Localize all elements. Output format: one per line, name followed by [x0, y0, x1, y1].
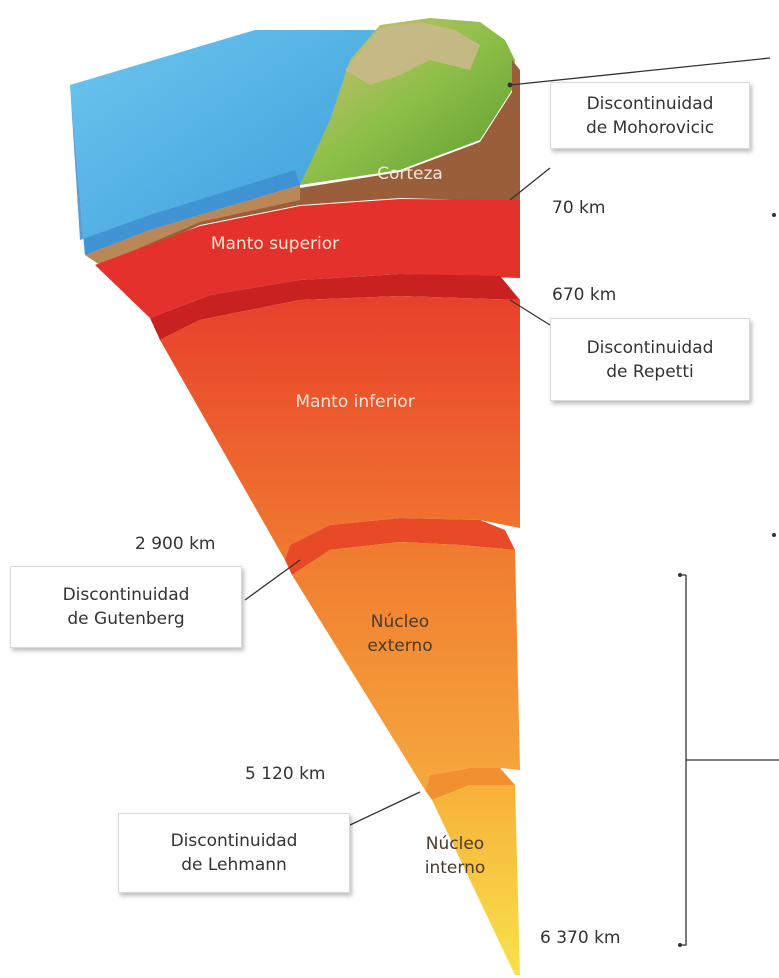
gutenberg-leader-line [244, 559, 301, 601]
gutenberg-line1: Discontinuidad [62, 585, 190, 605]
label-nucleo-interno: Núcleo interno [410, 832, 500, 880]
label-corteza: Corteza [365, 162, 455, 186]
nucleo-externo-line2: externo [367, 636, 433, 656]
mohorovicic-line2: de Mohorovicic [585, 117, 715, 138]
repetti-line1: Discontinuidad [586, 337, 714, 358]
corteza-text: Corteza [377, 164, 443, 184]
lehmann-line2: de Lehmann [181, 855, 287, 875]
crust-ocean-floor [85, 185, 300, 265]
upper-mantle-layer [95, 199, 520, 318]
label-nucleo-externo: Núcleo externo [350, 610, 450, 658]
label-manto-superior: Manto superior [190, 232, 360, 256]
nucleo-externo-line1: Núcleo [370, 612, 430, 632]
outer-core-layer [292, 542, 520, 790]
repetti-box: Discontinuidad de Repetti [550, 318, 750, 401]
lehmann-line1: Discontinuidad [170, 831, 298, 851]
outer-core-top-band [285, 518, 515, 575]
lehmann-leader-line [349, 791, 421, 826]
manto-superior-text: Manto superior [210, 234, 340, 254]
inner-core-layer [432, 785, 520, 975]
gutenberg-box: Discontinuidad de Gutenberg [10, 566, 242, 648]
upper-mantle-bottom-band [150, 274, 520, 340]
mohorovicic-line1: Discontinuidad [586, 93, 714, 114]
repetti-leader-line [509, 299, 551, 326]
mohorovicic-leader-line [509, 167, 551, 201]
ocean-surface [70, 30, 400, 255]
repetti-line2: de Repetti [606, 361, 694, 382]
core-bracket [680, 575, 687, 946]
manto-inferior-text: Manto inferior [295, 392, 415, 412]
ocean-side [70, 85, 300, 255]
depth-670km: 670 km [552, 285, 617, 305]
crust-leader-line [509, 57, 771, 86]
depth-70km: 70 km [552, 198, 606, 218]
mountain-peaks [345, 22, 480, 85]
depth-6370km: 6 370 km [540, 928, 621, 948]
depth-5120km: 5 120 km [245, 764, 326, 784]
depth-2900km: 2 900 km [135, 534, 216, 554]
label-manto-inferior: Manto inferior [270, 390, 440, 414]
gutenberg-line2: de Gutenberg [67, 609, 185, 629]
leader-dots [507, 82, 776, 947]
nucleo-interno-line1: Núcleo [425, 834, 485, 854]
inner-core-top-band [425, 768, 515, 800]
mohorovicic-box: Discontinuidad de Mohorovicic [550, 82, 750, 149]
nucleo-interno-line2: interno [424, 858, 486, 878]
lehmann-box: Discontinuidad de Lehmann [118, 813, 350, 893]
lower-mantle-layer [160, 296, 520, 560]
